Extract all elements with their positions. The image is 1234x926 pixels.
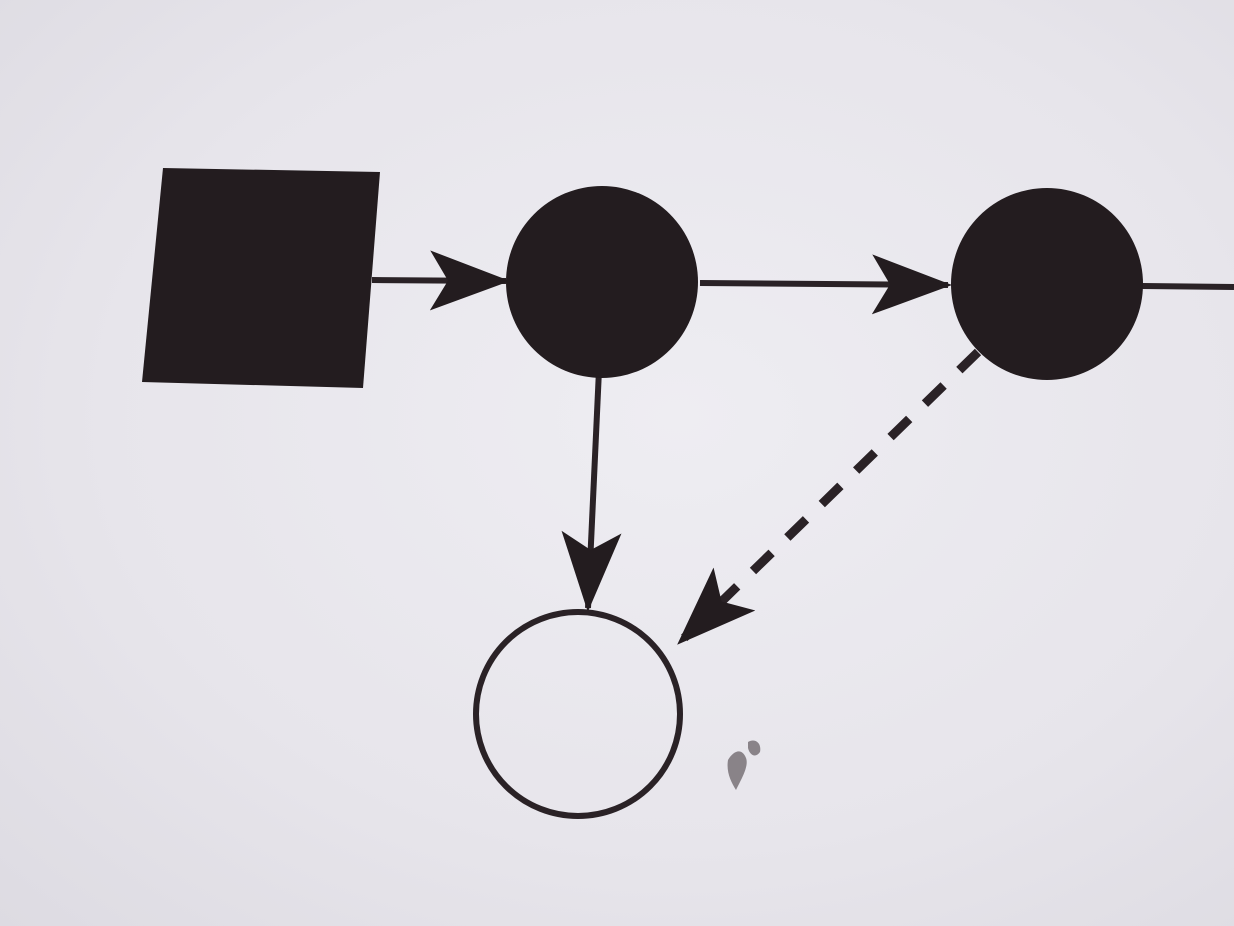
edge-node-b-to-node-c [699, 254, 952, 315]
node-c-filled-circle [951, 188, 1143, 380]
pencil-smudge-mark [727, 740, 761, 790]
edge-square-to-node-b [371, 250, 510, 311]
node-b-filled-circle [506, 186, 698, 378]
source-square-node [142, 168, 380, 388]
edge-node-c-offpage [1141, 283, 1234, 290]
node-d-hollow-circle [473, 609, 683, 819]
edge-node-b-to-node-d [561, 369, 622, 612]
edge-node-c-to-node-d-dashed [676, 348, 982, 646]
